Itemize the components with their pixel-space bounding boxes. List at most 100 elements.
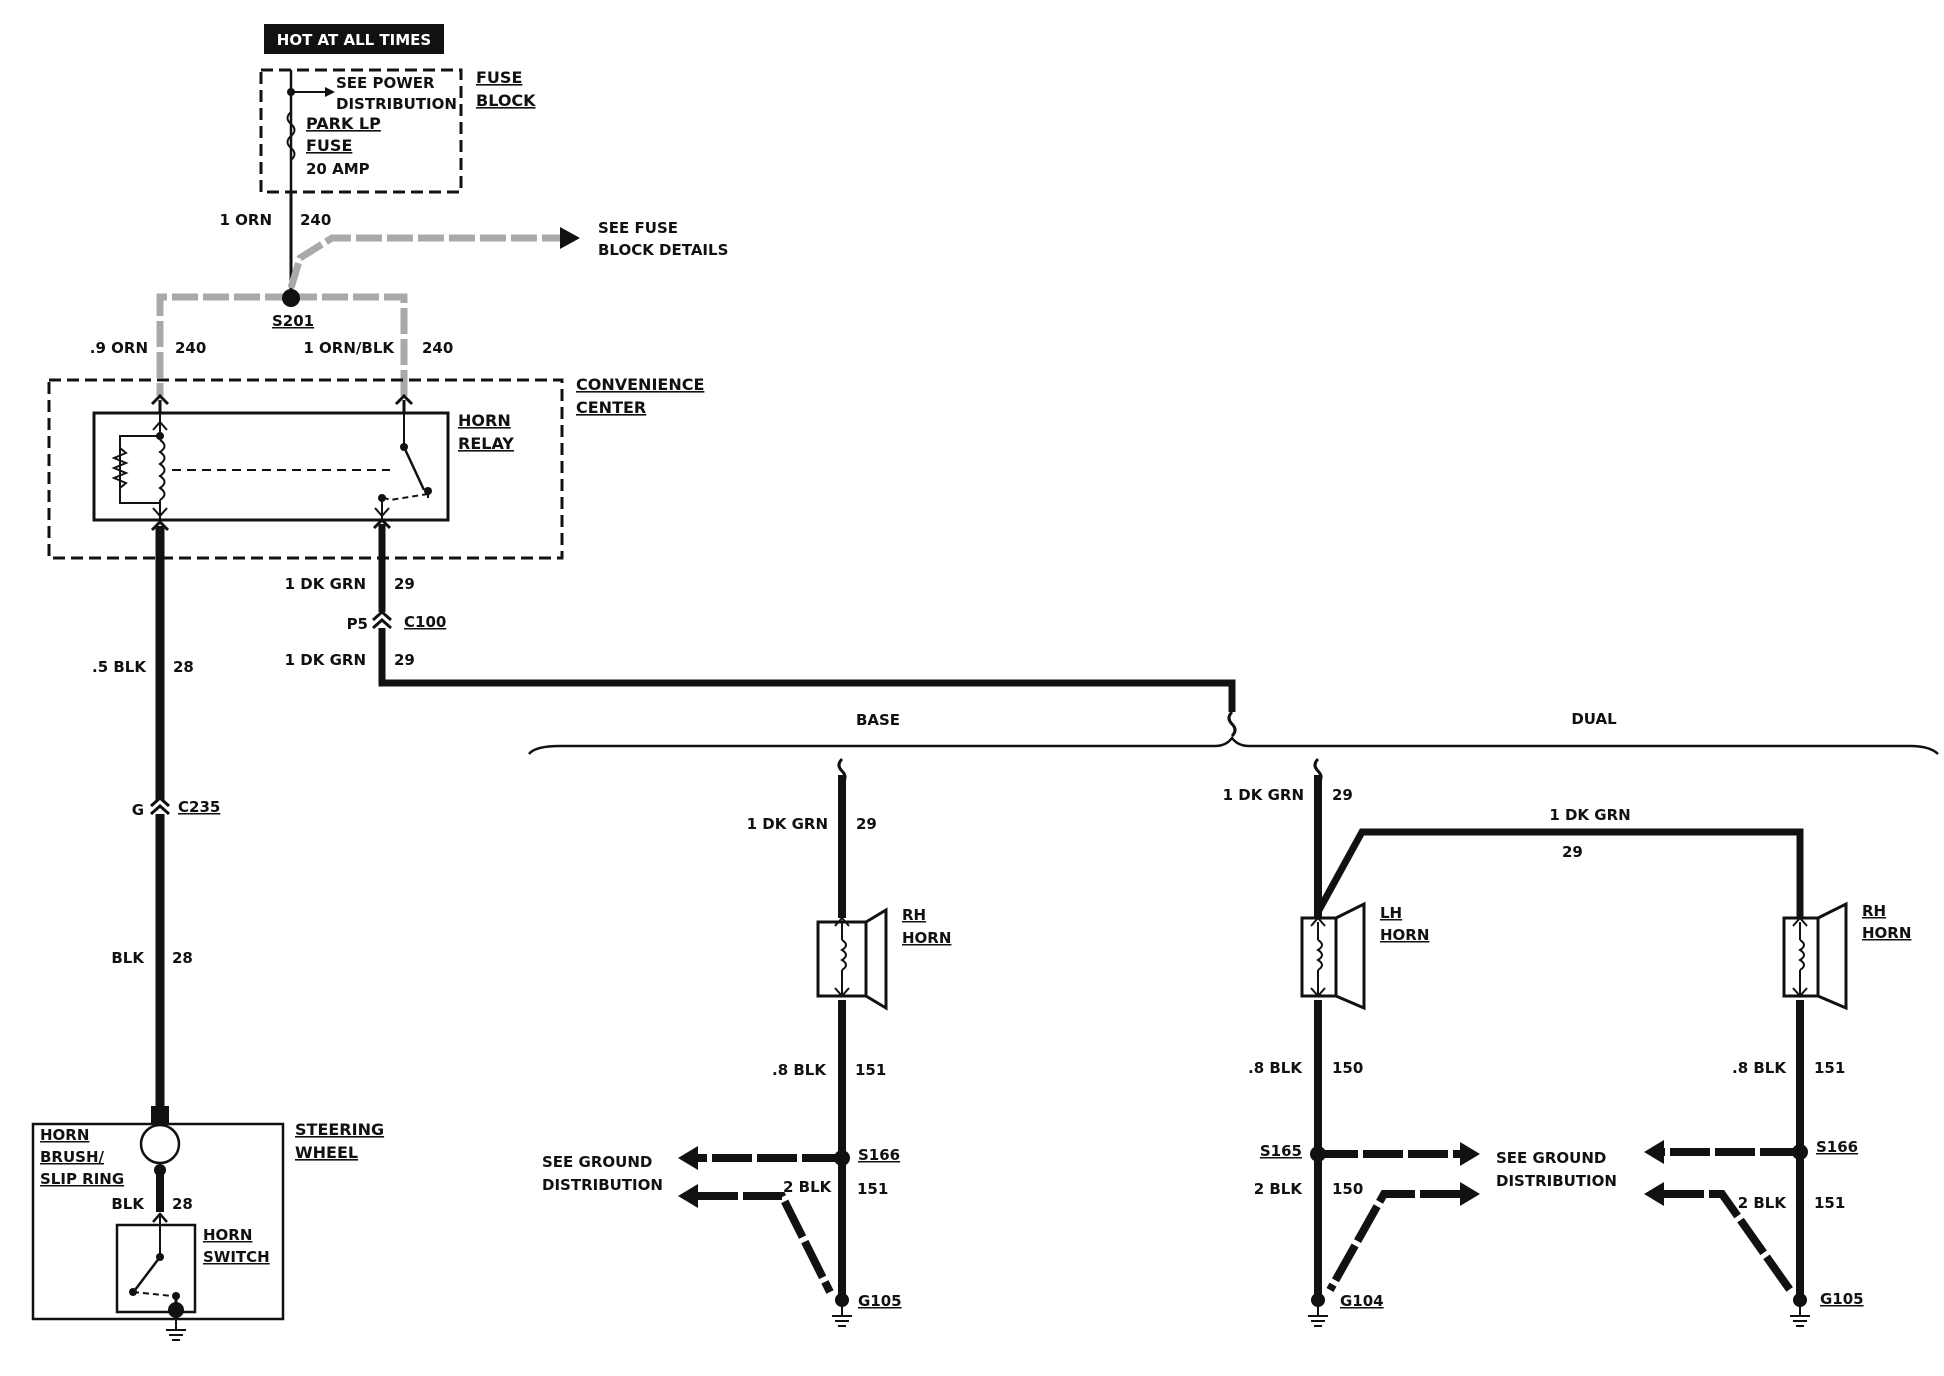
wire-29-lower [378, 628, 1236, 712]
base-ground-label: G105 [858, 1292, 902, 1310]
dual-wire-cross-label: 1 DK GRN [1549, 806, 1630, 824]
relay-switch-icon [374, 413, 432, 520]
base-ground-node-icon [835, 1293, 849, 1307]
dual-lh-horn-label-1: LH [1380, 904, 1402, 922]
base-ground-wire [698, 1192, 834, 1294]
wire-1dkgrn-label-a: 1 DK GRN [285, 575, 366, 593]
dual-circuit-cross-label: 29 [1562, 843, 1583, 861]
bus-to-fuse-details [287, 234, 560, 290]
ground-icon [166, 1318, 186, 1341]
dual-rh-ground-node-icon [1793, 1293, 1807, 1307]
wire-5blk-label: .5 BLK [92, 658, 147, 676]
see-fuse-label-2: BLOCK DETAILS [598, 241, 728, 259]
power-header-box [264, 24, 444, 54]
dual-lh-ground-label: G104 [1340, 1292, 1384, 1310]
base-dual-bracket [528, 735, 1939, 755]
dual-lh-horn-icon [1300, 901, 1366, 1011]
circuit-28-label-b: 28 [172, 949, 193, 967]
connector-chevron-icon [150, 393, 170, 406]
base-rh-horn-icon [816, 907, 888, 1011]
base-ground-arrow-icon [678, 1146, 698, 1170]
see-fuse-arrow-icon [560, 227, 580, 249]
horn-brush-label-2: BRUSH/ [40, 1148, 105, 1166]
horn-switch-box [115, 1223, 197, 1314]
splice-s201-icon [282, 289, 300, 307]
dual-rh-horn-label-1: RH [1862, 902, 1886, 920]
bus-240-left [156, 293, 291, 396]
circuit-28-label-a: 28 [173, 658, 194, 676]
base-ground-arrow-icon [678, 1184, 698, 1208]
convenience-center-title-1: CONVENIENCE [576, 375, 704, 394]
convenience-center-box [47, 378, 564, 560]
dual-rh-circuit-gnd-label: 151 [1814, 1194, 1845, 1212]
fuse-block-title-2: BLOCK [476, 91, 536, 110]
connector-c235-icon [150, 803, 170, 816]
horn-switch-label-1: HORN [203, 1226, 252, 1244]
dual-lh-ground-arrow-icon [1460, 1182, 1480, 1206]
connector-c100-icon [372, 617, 392, 630]
slip-ring-icon [139, 1123, 181, 1165]
see-power-label-1: SEE POWER [336, 74, 435, 92]
dual-lh-ground-arrow-icon [1460, 1142, 1480, 1166]
circuit-29-label-a: 29 [394, 575, 415, 593]
power-header-label: HOT AT ALL TIMES [277, 31, 431, 49]
fuse-symbol-icon [286, 111, 296, 161]
dual-rh-circuit-bot-label: 151 [1814, 1059, 1845, 1077]
dual-lh-splice-label: S165 [1260, 1142, 1302, 1160]
wire-blk-label-b: BLK [111, 1195, 145, 1213]
base-wire-top-label: 1 DK GRN [747, 815, 828, 833]
relay-coil-icon [111, 413, 168, 520]
fuse-name-label-2: FUSE [306, 136, 352, 155]
horn-relay-title-1: HORN [458, 411, 511, 430]
fuse-block-title-1: FUSE [476, 68, 522, 87]
ground-icon [832, 1306, 852, 1327]
wire-1dkgrn-label-b: 1 DK GRN [285, 651, 366, 669]
dual-lh-ground-wire [1326, 1190, 1460, 1292]
dual-rh-ground-wire [1664, 1190, 1794, 1293]
dual-lh-wire-gnd-label: 2 BLK [1254, 1180, 1304, 1198]
dual-circuit-top-label: 29 [1332, 786, 1353, 804]
connector-p5-label: P5 [347, 615, 368, 633]
splice-s201-label: S201 [272, 312, 314, 330]
see-power-label-2: DISTRIBUTION [336, 95, 457, 113]
horn-brush-label-1: HORN [40, 1126, 89, 1144]
base-see-ground-label-2: DISTRIBUTION [542, 1176, 663, 1194]
dual-rh-wire-bot-label: .8 BLK [1732, 1059, 1787, 1077]
dual-see-ground-label-2: DISTRIBUTION [1496, 1172, 1617, 1190]
dual-wire-top-label: 1 DK GRN [1223, 786, 1304, 804]
section-dual-label: DUAL [1571, 710, 1617, 728]
circuit-240-label-b: 240 [175, 339, 206, 357]
connector-c100-icon [372, 609, 392, 622]
wire-1ornblk-label: 1 ORN/BLK [303, 339, 395, 357]
circuit-29-label-b: 29 [394, 651, 415, 669]
dual-rh-horn-label-2: HORN [1862, 924, 1911, 942]
base-horn-label-1: RH [902, 906, 926, 924]
dual-lh-horn-label-2: HORN [1380, 926, 1429, 944]
dual-wire-29-crossover [1314, 828, 1804, 918]
wire-1orn-label: 1 ORN [219, 211, 272, 229]
connector-chevron-icon [150, 519, 170, 532]
connector-c100-label: C100 [404, 613, 446, 631]
see-fuse-label-1: SEE FUSE [598, 219, 678, 237]
connector-c235-icon [150, 795, 170, 808]
dual-see-ground-label-1: SEE GROUND [1496, 1149, 1606, 1167]
base-horn-label-2: HORN [902, 929, 951, 947]
section-base-label: BASE [856, 711, 900, 729]
base-splice-label: S166 [858, 1146, 900, 1164]
base-see-ground-label-1: SEE GROUND [542, 1153, 652, 1171]
dual-rh-ground-label: G105 [1820, 1290, 1864, 1308]
fuse-rating-label: 20 AMP [306, 160, 370, 178]
connector-c235-label: C235 [178, 798, 220, 816]
wire-9orn-label: .9 ORN [90, 339, 148, 357]
steering-wheel-title-2: WHEEL [295, 1143, 358, 1162]
dual-rh-horn-icon [1782, 901, 1848, 1011]
horn-brush-label-3: SLIP RING [40, 1170, 124, 1188]
dual-rh-ground-arrow-icon [1644, 1182, 1664, 1206]
dual-lh-circuit-bot-label: 150 [1332, 1059, 1363, 1077]
see-power-arrow-icon [325, 87, 335, 97]
base-circuit-bot-label: 151 [855, 1061, 886, 1079]
slip-ring-contact [151, 1106, 169, 1124]
ground-icon [1790, 1306, 1810, 1327]
dual-lh-circuit-gnd-label: 150 [1332, 1180, 1363, 1198]
base-circuit-top-label: 29 [856, 815, 877, 833]
